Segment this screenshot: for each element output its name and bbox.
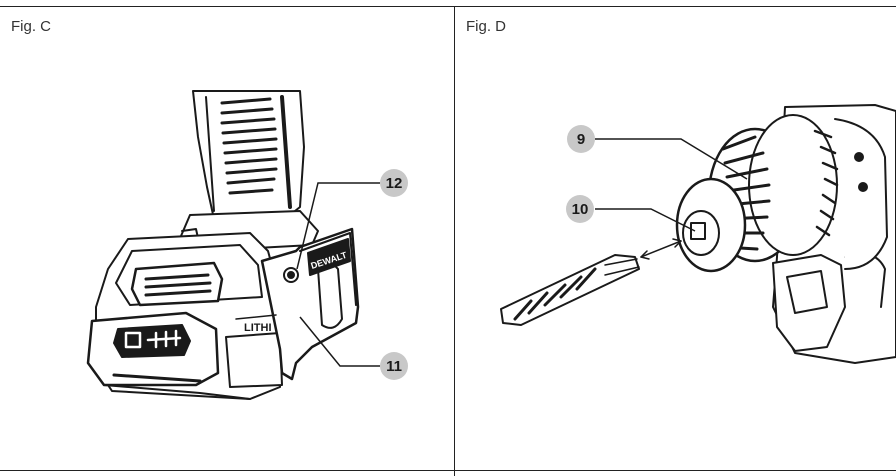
callout-11: 11 <box>299 316 408 380</box>
callout-10: 10 <box>566 195 696 232</box>
callout-9-number: 9 <box>577 131 585 148</box>
callout-10-number: 10 <box>572 201 589 218</box>
fig-c-illustration: LITHI DEWALT 12 11 <box>86 90 408 400</box>
callout-12-number: 12 <box>386 175 403 192</box>
fig-d-illustration: 9 10 <box>500 104 896 364</box>
callout-11-number: 11 <box>386 358 402 375</box>
battery-brand-text: LITHI <box>244 322 272 334</box>
callout-9: 9 <box>567 125 748 180</box>
top-rule <box>0 6 896 7</box>
fig-c-label: Fig. C <box>11 18 52 35</box>
fig-d-label: Fig. D <box>466 18 507 35</box>
panel-divider <box>454 6 455 476</box>
bottom-rule <box>0 470 896 471</box>
callout-12: 12 <box>296 169 408 270</box>
